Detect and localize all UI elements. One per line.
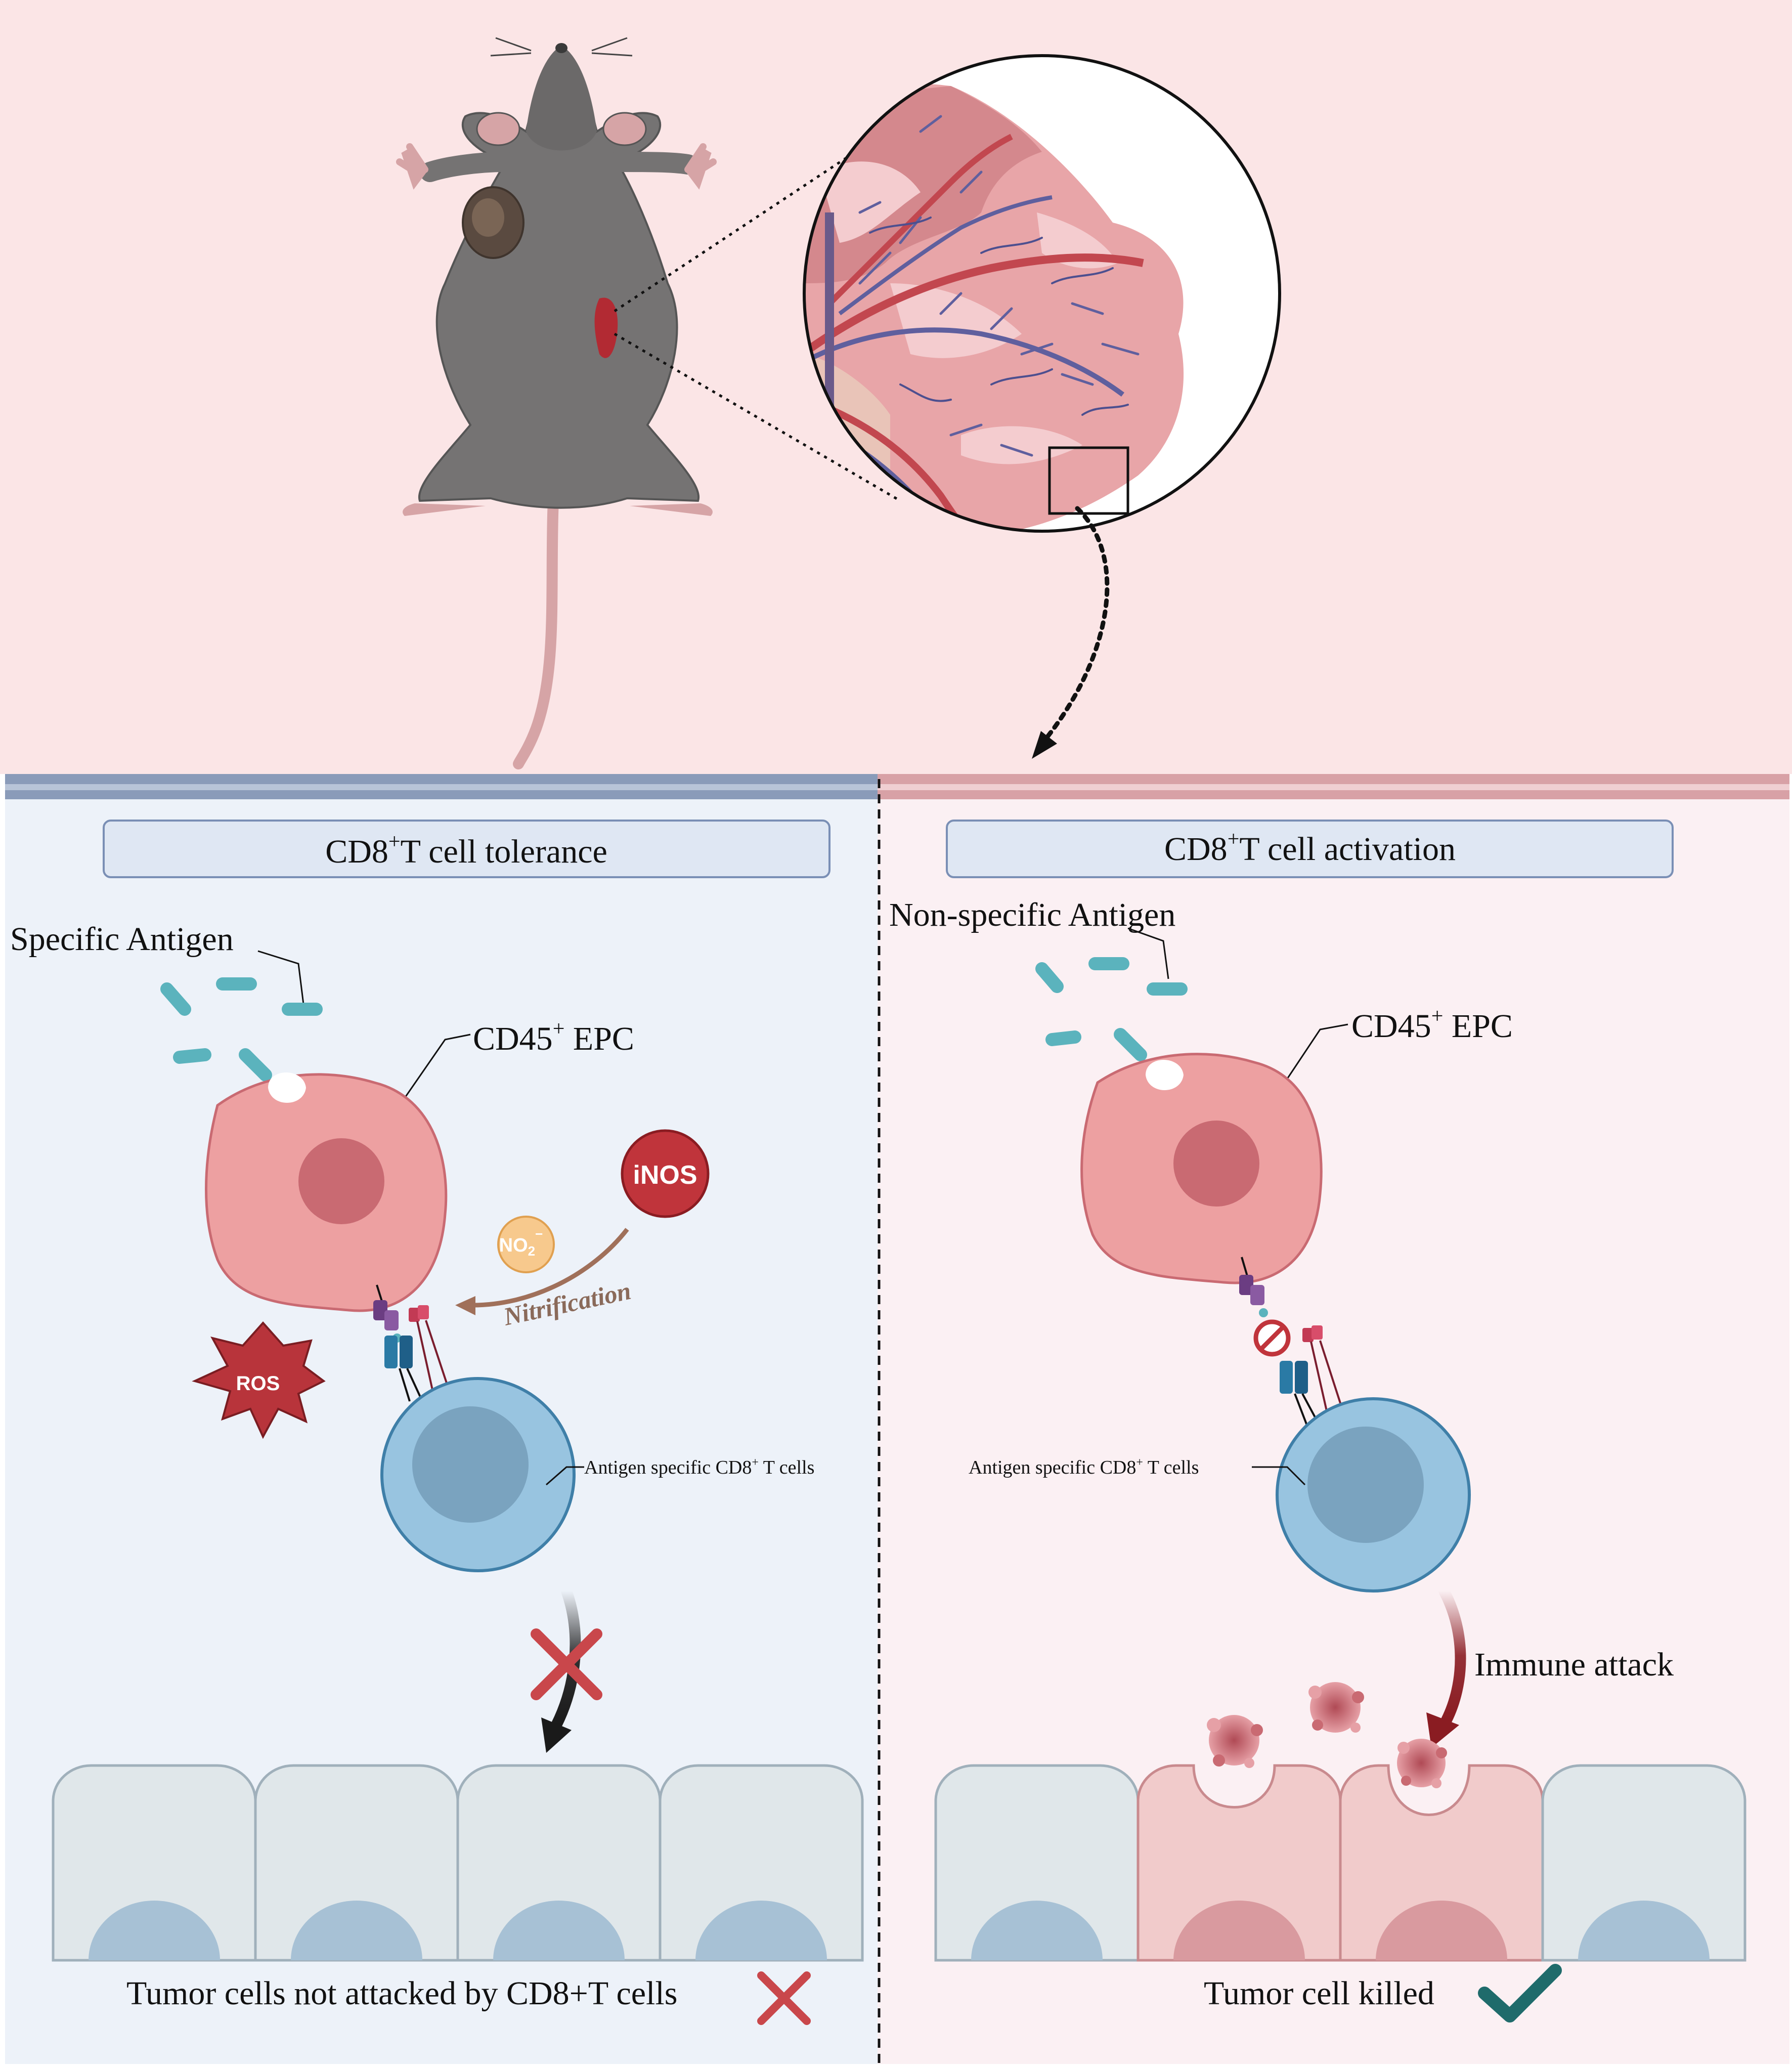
prohibited-icon (1253, 1319, 1291, 1357)
cell-debris (1207, 1682, 1447, 1788)
right-tcell-label: Antigen specific CD8+ T cells (969, 1456, 1199, 1478)
left-epithelium (52, 1764, 864, 1962)
immune-attack-arrowhead (1426, 1712, 1459, 1748)
left-antigen-leader (257, 950, 304, 1005)
tissue-magnifier (803, 54, 1281, 533)
inos-circle (621, 1129, 710, 1218)
immune-attack-label: Immune attack (1474, 1646, 1674, 1683)
left-cross-icon (531, 1628, 602, 1700)
left-result-label: Tumor cells not attacked by CD8+T cells (126, 1975, 677, 2012)
no2-circle (497, 1216, 555, 1273)
right-vessel-bar-lower (878, 790, 1789, 799)
right-title-box (946, 820, 1674, 878)
zoom-line-bottom (614, 332, 901, 502)
zoom-box (1048, 446, 1129, 515)
right-epithelium (934, 1764, 1746, 1962)
zoom-arrow (1039, 506, 1110, 746)
left-antigen-label: Specific Antigen (10, 921, 234, 958)
check-icon (1478, 1964, 1562, 2022)
nitrification-arrow (472, 1228, 629, 1308)
inos-label: iNOS (633, 1160, 697, 1190)
right-antigen-group (1035, 957, 1188, 1061)
right-epc-cell (1080, 1053, 1323, 1284)
right-receptor-complex (1239, 1257, 1349, 1427)
left-vessel-bar-lower (5, 790, 878, 799)
left-epc-leader (399, 1034, 471, 1106)
mouse-illustration (396, 37, 717, 769)
right-result-label: Tumor cell killed (1204, 1975, 1434, 2012)
zoom-arrowhead (1032, 731, 1057, 759)
right-vessel-bar-light (878, 784, 1789, 790)
right-epc-leader (1279, 1023, 1348, 1091)
right-epc-label: CD45+ EPC (1351, 1005, 1513, 1045)
right-antigen-leader (1127, 927, 1169, 979)
left-blocked-arrowhead (541, 1717, 572, 1753)
left-epc-label: CD45+ EPC (473, 1017, 634, 1057)
immune-attack-arrow (1438, 1585, 1466, 1726)
left-tcell-leader (546, 1466, 584, 1486)
left-antigen-group (160, 977, 323, 1082)
left-tcell-label: Antigen specific CD8+ T cells (584, 1456, 814, 1478)
left-vessel-bar-light (5, 784, 878, 790)
left-epc-cell (205, 1072, 448, 1312)
right-vessel-bar (878, 774, 1789, 784)
ros-label: ROS (236, 1372, 280, 1395)
ros-burst (192, 1321, 326, 1439)
right-tcell-leader (1252, 1466, 1306, 1486)
right-antigen-label: Non-specific Antigen (889, 896, 1175, 933)
left-t-cell (380, 1377, 576, 1572)
left-vessel-bar (5, 774, 878, 784)
left-title: CD8+T cell tolerance (325, 830, 607, 870)
nitrification-arrowhead (455, 1296, 475, 1315)
zoom-line-top (614, 112, 914, 313)
right-title: CD8+T cell activation (1164, 828, 1456, 868)
no2-label: NO2− (499, 1226, 543, 1259)
right-t-cell (1276, 1397, 1471, 1592)
left-title-box (103, 820, 831, 878)
left-result-cross-icon (757, 1971, 811, 2025)
left-receptor-complex (373, 1284, 454, 1402)
